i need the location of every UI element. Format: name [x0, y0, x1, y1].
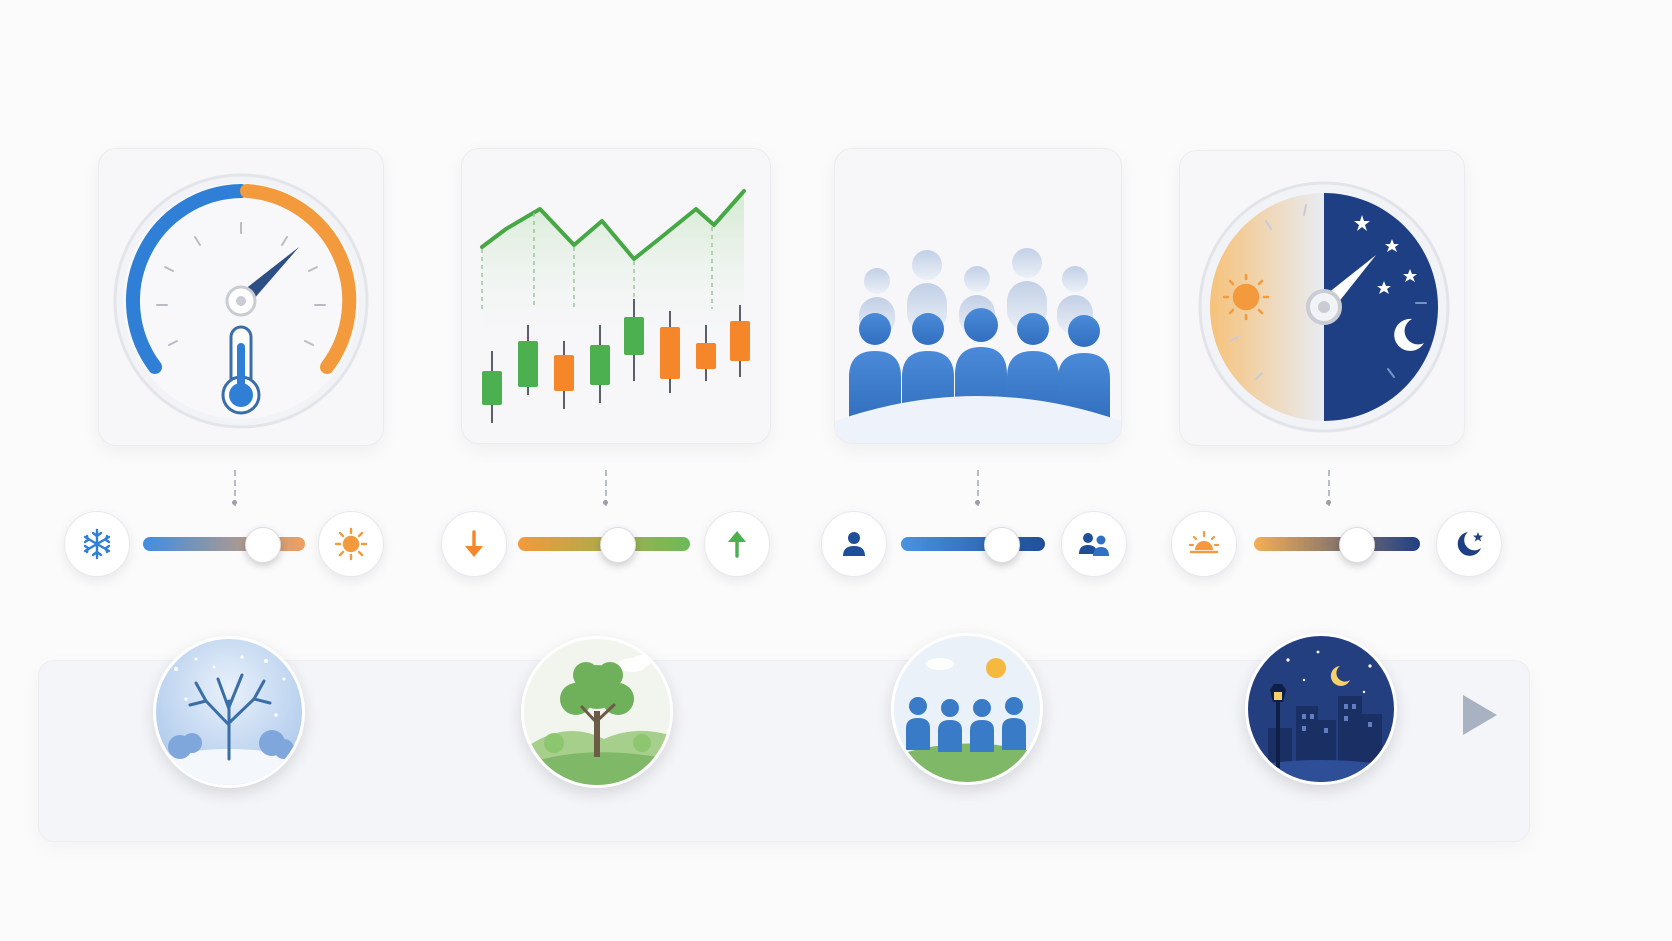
daynight-slider[interactable]	[1254, 527, 1420, 563]
down-button[interactable]	[441, 511, 507, 577]
people-crowd-icon	[835, 248, 1121, 443]
moon-star-icon	[1457, 532, 1483, 556]
connector-3	[977, 470, 979, 506]
temperature-slider[interactable]	[143, 527, 305, 563]
sunrise-icon	[1188, 530, 1220, 554]
stage-winter[interactable]	[153, 636, 305, 788]
daynight-slider-track	[1254, 537, 1420, 551]
speedometer-icon	[113, 173, 369, 429]
sun-icon	[334, 527, 368, 561]
day-night-clock-icon	[1198, 181, 1450, 433]
snowflake-icon	[83, 528, 111, 560]
daynight-slider-thumb[interactable]	[1338, 527, 1375, 563]
stage-night[interactable]	[1245, 633, 1397, 785]
market-chart-card	[461, 148, 771, 444]
down-arrow-icon	[465, 530, 483, 557]
play-arrow-icon	[1463, 695, 1497, 735]
connector-dot-2	[603, 500, 608, 505]
winter-tree-icon	[156, 639, 302, 785]
connector-dot-3	[975, 500, 980, 505]
crowd-card	[834, 148, 1122, 444]
candlestick-chart-icon	[480, 189, 750, 423]
sun-icon	[1222, 273, 1270, 321]
spring-tree-icon	[524, 639, 670, 785]
market-slider-thumb[interactable]	[599, 527, 636, 563]
connector-2	[605, 470, 607, 506]
thermometer-icon	[221, 325, 261, 415]
night-city-icon	[1248, 636, 1394, 782]
stage-community[interactable]	[891, 633, 1043, 785]
temperature-slider-thumb[interactable]	[244, 527, 281, 563]
day-night-card	[1179, 150, 1465, 446]
group-button[interactable]	[1061, 511, 1127, 577]
crowd-slider-track	[901, 537, 1045, 551]
market-slider[interactable]	[518, 527, 690, 563]
single-person-button[interactable]	[821, 511, 887, 577]
night-button[interactable]	[1436, 511, 1502, 577]
crowd-slider-thumb[interactable]	[983, 527, 1020, 563]
timeline-panel	[38, 633, 1530, 842]
cold-button[interactable]	[64, 511, 130, 577]
hot-button[interactable]	[318, 511, 384, 577]
up-arrow-icon	[728, 531, 746, 558]
timeline-dotted-line	[72, 695, 1497, 735]
crowd-slider[interactable]	[901, 527, 1045, 563]
single-person-icon	[843, 532, 865, 556]
people-sun-icon	[894, 636, 1040, 782]
temperature-gauge-card	[98, 148, 384, 446]
connector-dot-1	[232, 500, 237, 505]
stage-spring[interactable]	[521, 636, 673, 788]
connector-1	[234, 470, 236, 506]
connector-dot-4	[1326, 500, 1331, 505]
connector-4	[1328, 470, 1330, 506]
group-people-icon	[1079, 533, 1109, 556]
up-button[interactable]	[704, 511, 770, 577]
sunrise-button[interactable]	[1171, 511, 1237, 577]
